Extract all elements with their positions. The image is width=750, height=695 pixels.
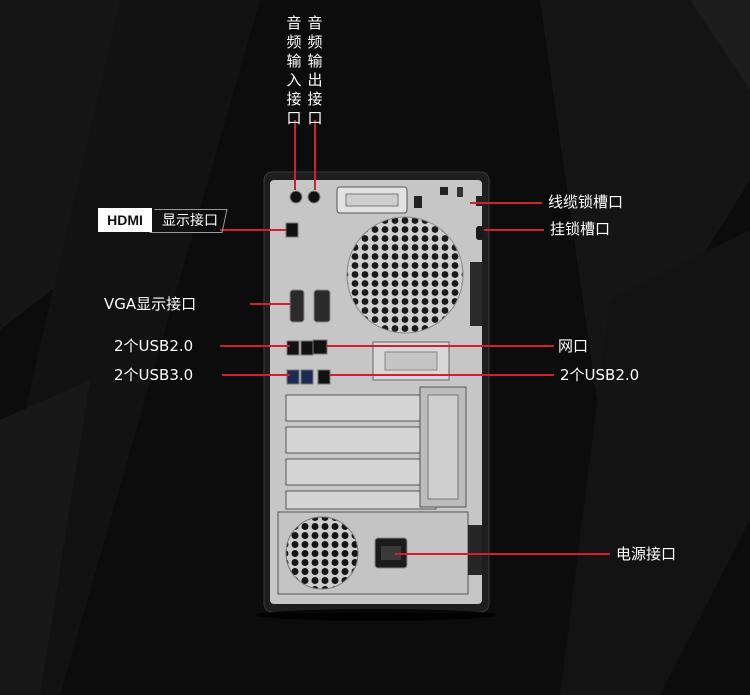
rear-fan-grille xyxy=(346,216,464,334)
callout-line-power xyxy=(395,553,610,555)
audio-out-jack xyxy=(307,190,321,204)
label-audio-in: 音频输入接口 xyxy=(286,14,302,127)
callout-line-hdmi xyxy=(220,229,286,231)
label-cable-lock: 线缆锁槽口 xyxy=(548,193,624,211)
callout-line-cable-lock xyxy=(470,202,542,204)
callout-line-vga xyxy=(250,303,290,305)
label-vga: VGA显示接口 xyxy=(104,295,197,313)
usb20-left-ports xyxy=(286,340,300,356)
hdmi-badge: HDMI xyxy=(98,208,152,232)
callout-line-usb20-left xyxy=(220,345,290,347)
hdmi-port xyxy=(285,222,299,238)
label-audio-out: 音频输出接口 xyxy=(307,14,323,127)
label-power: 电源接口 xyxy=(616,545,677,563)
label-usb20-left: 2个USB2.0 xyxy=(114,337,194,355)
usb20-right-ports xyxy=(317,369,331,385)
label-hdmi-text: 显示接口 xyxy=(162,213,218,229)
usb30-left-ports xyxy=(286,369,300,385)
label-usb20-right: 2个USB2.0 xyxy=(560,366,640,384)
callout-line-usb30-left xyxy=(222,374,290,376)
callout-line-audio-out xyxy=(314,120,316,190)
callout-line-network xyxy=(326,345,554,347)
psu-fan-grille xyxy=(285,516,359,590)
callout-line-padlock xyxy=(484,229,544,231)
cable-lock-slot-mark xyxy=(457,187,463,197)
label-padlock: 挂锁槽口 xyxy=(550,220,611,238)
label-usb30-left: 2个USB3.0 xyxy=(114,366,194,384)
network-port xyxy=(312,339,328,355)
label-network: 网口 xyxy=(558,337,589,355)
label-hdmi: 显示接口 xyxy=(149,209,228,233)
audio-in-jack xyxy=(289,190,303,204)
callout-line-audio-in xyxy=(294,120,296,190)
callout-line-usb20-right xyxy=(330,374,554,376)
vga-port xyxy=(289,289,305,323)
